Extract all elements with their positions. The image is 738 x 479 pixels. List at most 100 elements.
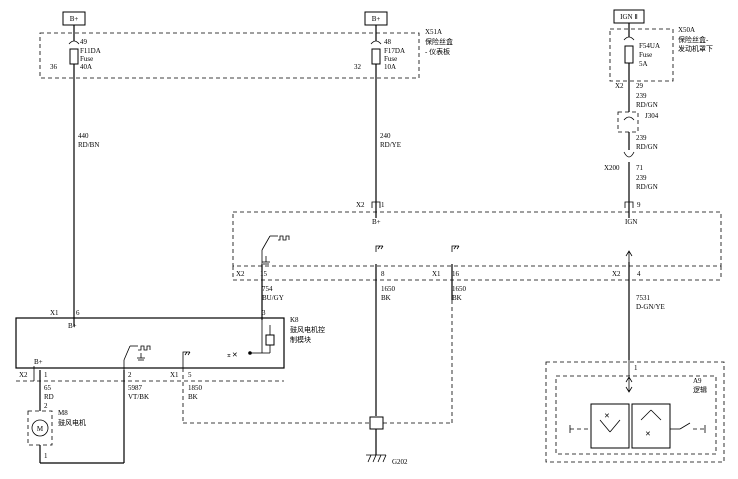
svg-text:40A: 40A <box>80 63 92 71</box>
svg-text:6: 6 <box>76 309 80 317</box>
svg-text:X1: X1 <box>170 371 179 379</box>
svg-text:K8: K8 <box>290 316 299 324</box>
svg-text:VT/BK: VT/BK <box>128 393 149 401</box>
svg-text:B+: B+ <box>372 15 381 23</box>
svg-text:X1: X1 <box>50 309 59 317</box>
svg-text:F54UA: F54UA <box>639 42 660 50</box>
svg-text:X2: X2 <box>615 82 624 90</box>
ground-splice <box>369 416 384 430</box>
fan-icon-left: ✕ <box>604 412 610 420</box>
svg-text:B+: B+ <box>34 358 43 366</box>
fuse-block-x50a <box>609 28 674 82</box>
svg-text:239: 239 <box>636 174 647 182</box>
svg-text:49: 49 <box>80 38 88 46</box>
svg-text:1650: 1650 <box>452 285 467 293</box>
svg-text:1: 1 <box>634 364 638 372</box>
svg-text:鼓风电机: 鼓风电机 <box>58 418 86 427</box>
svg-text:1: 1 <box>381 201 385 209</box>
svg-text:X2: X2 <box>356 201 365 209</box>
svg-text:1850: 1850 <box>188 384 203 392</box>
fan-symbol-k8: ⌅✕ <box>226 351 238 359</box>
bplus-left-source: B+ <box>62 11 86 26</box>
svg-text:440: 440 <box>78 132 89 140</box>
bplus-mid-source: B+ <box>364 11 388 26</box>
svg-text:71: 71 <box>636 164 644 172</box>
ign-source: IGN Ⅱ <box>613 9 645 24</box>
svg-text:RD/BN: RD/BN <box>78 141 99 149</box>
svg-text:X2: X2 <box>612 270 621 278</box>
svg-text:32: 32 <box>354 63 362 71</box>
fuse-block-x51a-name2: - 仪表板 <box>425 47 450 56</box>
svg-text:保险丝盒-: 保险丝盒- <box>678 35 709 44</box>
svg-text:RD/GN: RD/GN <box>636 101 658 109</box>
svg-text:BK: BK <box>381 294 391 302</box>
svg-text:10A: 10A <box>384 63 396 71</box>
svg-text:发动机罩下: 发动机罩下 <box>678 44 713 53</box>
module-k8 <box>15 317 285 369</box>
svg-text:2: 2 <box>128 371 132 379</box>
svg-text:BU/GY: BU/GY <box>262 294 284 302</box>
svg-text:D-GN/YE: D-GN/YE <box>636 303 665 311</box>
splice-j304 <box>617 111 639 133</box>
connector-x200 <box>623 151 635 158</box>
svg-text:5987: 5987 <box>128 384 143 392</box>
module-upper <box>232 211 722 267</box>
svg-text:X2: X2 <box>236 270 245 278</box>
svg-text:16: 16 <box>452 270 460 278</box>
fuse-f17da <box>371 48 381 65</box>
svg-text:Fuse: Fuse <box>384 55 397 63</box>
svg-text:B+: B+ <box>70 15 79 23</box>
svg-text:B+: B+ <box>372 218 381 226</box>
svg-text:Fuse: Fuse <box>80 55 93 63</box>
svg-text:2: 2 <box>44 402 48 410</box>
svg-text:RD/YE: RD/YE <box>380 141 401 149</box>
svg-text:48: 48 <box>384 38 392 46</box>
fuse-f54ua <box>624 45 634 64</box>
svg-text:5A: 5A <box>639 60 648 68</box>
svg-text:8: 8 <box>381 270 385 278</box>
svg-text:RD: RD <box>44 393 54 401</box>
svg-text:RD/GN: RD/GN <box>636 183 658 191</box>
svg-text:F17DA: F17DA <box>384 47 405 55</box>
ground-label: G202 <box>392 458 408 466</box>
fuse-block-x51a-name1: 保险丝盒 <box>425 37 453 46</box>
module-a9 <box>545 361 725 463</box>
svg-text:29: 29 <box>636 82 644 90</box>
svg-text:7531: 7531 <box>636 294 651 302</box>
fuse-block-x51a <box>39 32 420 79</box>
fuse-block-x51a-id: X51A <box>425 28 442 36</box>
fan-icon-right: ✕ <box>645 430 651 438</box>
svg-text:F11DA: F11DA <box>80 47 101 55</box>
svg-text:5: 5 <box>188 371 192 379</box>
svg-text:239: 239 <box>636 92 647 100</box>
fuse-f11da <box>69 48 79 65</box>
svg-text:240: 240 <box>380 132 391 140</box>
svg-text:754: 754 <box>262 285 273 293</box>
svg-text:4: 4 <box>637 270 641 278</box>
svg-text:制模块: 制模块 <box>290 335 311 344</box>
fan-switch-left <box>590 403 630 449</box>
svg-text:IGN Ⅱ: IGN Ⅱ <box>620 13 638 21</box>
svg-text:X200: X200 <box>604 164 620 172</box>
svg-text:9: 9 <box>637 201 641 209</box>
svg-text:X50A: X50A <box>678 26 695 34</box>
fan-switch-right <box>631 403 671 449</box>
svg-text:M: M <box>37 425 44 433</box>
svg-text:1650: 1650 <box>381 285 396 293</box>
svg-text:3: 3 <box>262 309 266 317</box>
svg-text:M8: M8 <box>58 409 68 417</box>
svg-text:BK: BK <box>452 294 462 302</box>
svg-text:1: 1 <box>44 452 48 460</box>
svg-text:X2: X2 <box>19 371 28 379</box>
svg-text:Fuse: Fuse <box>639 51 652 59</box>
svg-text:65: 65 <box>44 384 52 392</box>
svg-text:鼓风电机控: 鼓风电机控 <box>290 325 325 334</box>
svg-text:B+: B+ <box>68 322 77 330</box>
svg-text:239: 239 <box>636 134 647 142</box>
svg-text:A9: A9 <box>693 377 702 385</box>
svg-text:逻辑: 逻辑 <box>693 385 707 394</box>
svg-text:IGN: IGN <box>625 218 637 226</box>
svg-text:J304: J304 <box>645 112 659 120</box>
svg-text:15: 15 <box>260 270 268 278</box>
